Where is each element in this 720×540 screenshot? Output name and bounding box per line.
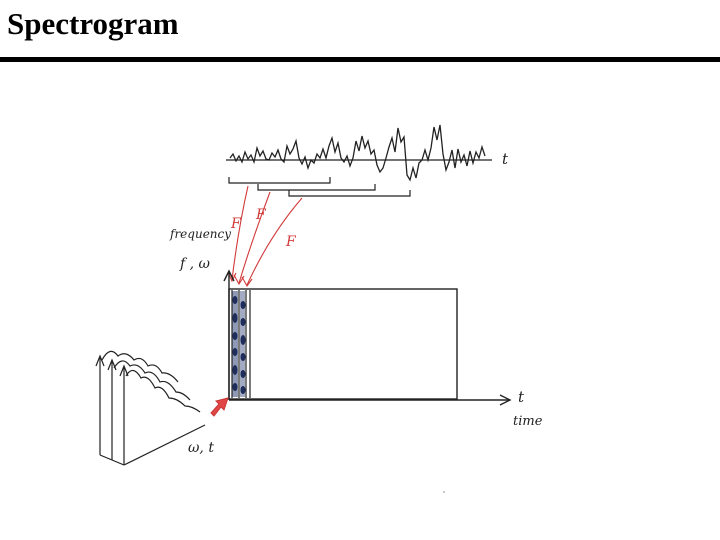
window-label-3: F — [285, 234, 297, 250]
slide-title: Spectrogram — [7, 6, 179, 41]
signal-axis-label: t — [502, 150, 509, 168]
window-bracket-3 — [288, 190, 411, 197]
signal-waveform — [229, 124, 486, 182]
spectrum-curve-3 — [125, 369, 201, 413]
pointer-arrow-icon — [210, 397, 229, 417]
title-divider — [0, 57, 720, 62]
spectra-axis-diagonal — [123, 424, 206, 466]
time-signal — [226, 124, 492, 182]
frequency-axis-arrowhead — [223, 269, 235, 282]
transform-arrowhead-3 — [241, 276, 253, 288]
frequency-axis-label: frequency — [169, 227, 231, 241]
spectrogram-plot — [223, 269, 512, 406]
scan-speck — [443, 491, 445, 493]
time-axis-arrowhead — [499, 394, 512, 406]
frequency-symbols: f , ω — [179, 256, 211, 272]
window-bracket-2 — [257, 184, 376, 191]
spectra-axis-label: ω, t — [188, 440, 214, 456]
spectrum-curve-2 — [113, 360, 191, 401]
window-label-1: F — [230, 216, 242, 232]
spectrum-curve-1 — [101, 350, 179, 383]
window-brackets — [228, 177, 411, 197]
transform-arrow-3 — [246, 197, 303, 286]
window-label-2: F — [255, 207, 267, 223]
spectral-columns — [231, 290, 251, 398]
window-bracket-1 — [228, 177, 331, 184]
transform-arrow-1 — [231, 185, 249, 281]
time-axis-label: time — [513, 414, 543, 429]
transform-arrows — [227, 185, 303, 288]
spectral-column-1 — [232, 291, 238, 397]
stacked-spectra — [95, 350, 206, 466]
time-axis-symbol: t — [518, 388, 525, 406]
transform-arrow-2 — [238, 191, 271, 284]
spectrogram-frame — [228, 288, 458, 400]
